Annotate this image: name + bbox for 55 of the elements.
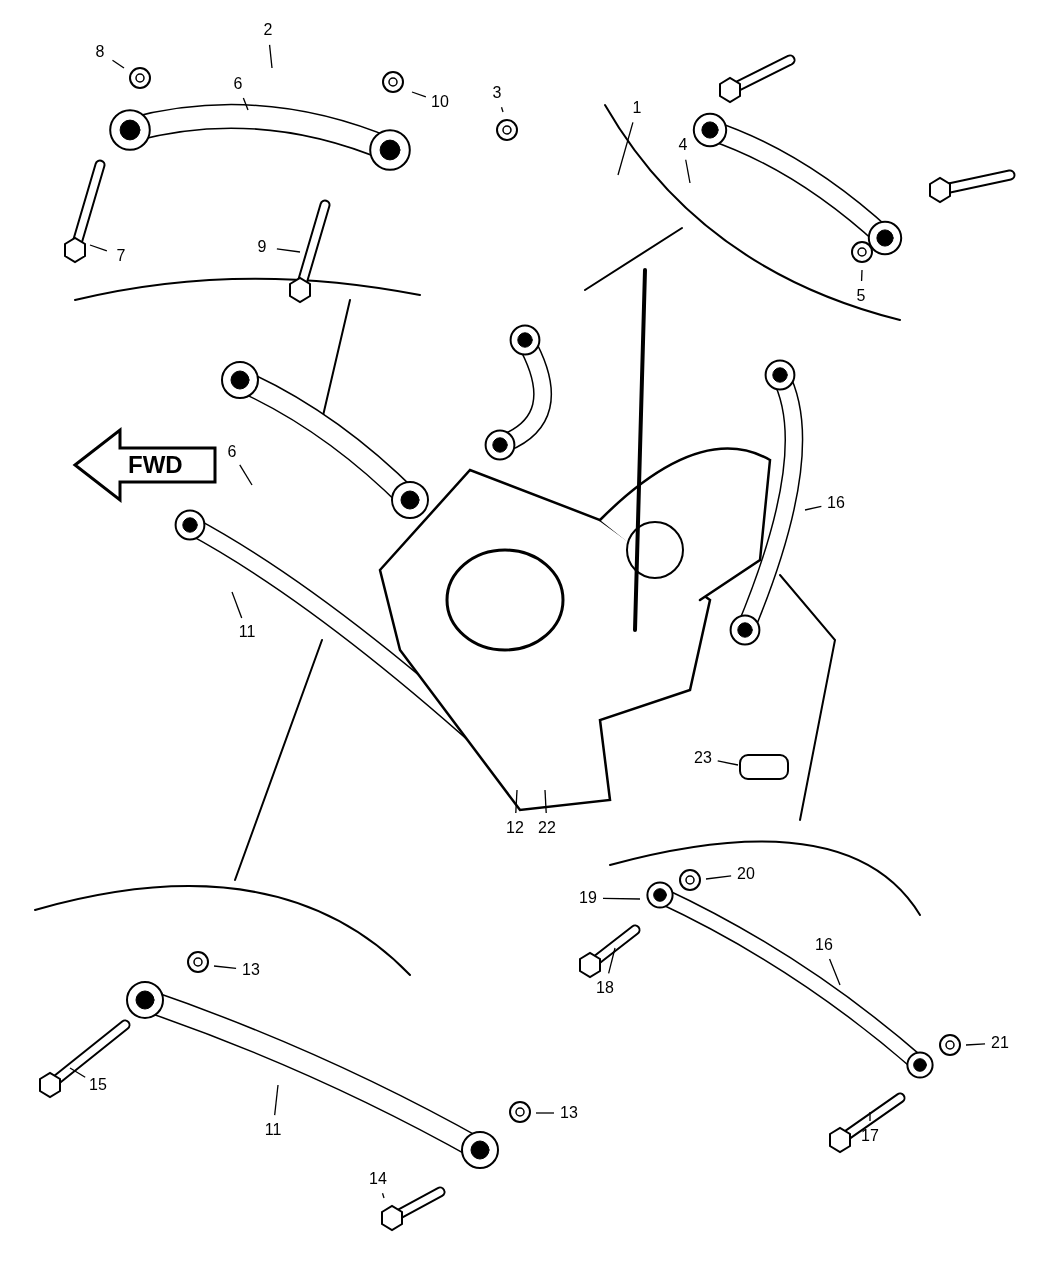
callout-number: 19	[579, 890, 597, 906]
callout-number: 11	[264, 1122, 282, 1138]
leader-line	[869, 1111, 871, 1122]
callout-number: 18	[596, 980, 614, 996]
leader-line	[602, 897, 641, 900]
callout-number: 10	[431, 94, 449, 110]
leader-line	[965, 1043, 986, 1046]
callout-number: 6	[233, 76, 243, 92]
callout-number: 4	[678, 137, 688, 153]
callout-number: 16	[827, 495, 845, 511]
callout-number: 1	[632, 100, 642, 116]
callout-number: 13	[560, 1105, 578, 1121]
leader-line	[828, 958, 841, 986]
callout-number: 6	[227, 444, 237, 460]
callout-number: 3	[492, 85, 502, 101]
leader-line	[268, 44, 273, 69]
callout-number: 5	[856, 288, 866, 304]
leader-line	[231, 591, 243, 619]
callout-number: 8	[95, 44, 105, 60]
leader-line	[242, 97, 249, 111]
leader-line	[617, 121, 634, 176]
callout-number: 20	[737, 866, 755, 882]
callout-number: 15	[89, 1077, 107, 1093]
leader-line	[608, 947, 616, 975]
callout-number: 2	[263, 22, 273, 38]
callout-number: 7	[116, 248, 126, 264]
leader-line	[544, 789, 547, 814]
leader-line	[411, 91, 427, 98]
callout-number: 22	[538, 820, 556, 836]
callout-number: 17	[861, 1128, 879, 1144]
callout-number: 16	[815, 937, 833, 953]
leader-line	[515, 789, 518, 814]
callout-number: 21	[991, 1035, 1009, 1051]
leader-line	[69, 1067, 86, 1078]
leader-line	[860, 269, 863, 282]
leader-line	[274, 1084, 279, 1116]
leader-line	[239, 464, 253, 486]
callout-number: 9	[257, 239, 267, 255]
callout-number: 11	[238, 624, 256, 640]
leader-line	[276, 248, 301, 253]
leader-line	[705, 875, 732, 880]
direction-label: FWD	[128, 453, 183, 477]
leader-line	[804, 505, 822, 511]
leader-line	[213, 965, 237, 970]
leader-line	[685, 159, 691, 184]
leader-line	[535, 1112, 555, 1114]
callout-number: 13	[242, 962, 260, 978]
leader-line	[500, 106, 504, 113]
callout-number: 14	[369, 1171, 387, 1187]
leader-line	[111, 59, 125, 69]
callout-number: 23	[694, 750, 712, 766]
leader-line	[89, 244, 108, 252]
callout-number: 12	[506, 820, 524, 836]
leader-line	[717, 760, 739, 766]
leader-line	[381, 1192, 385, 1199]
